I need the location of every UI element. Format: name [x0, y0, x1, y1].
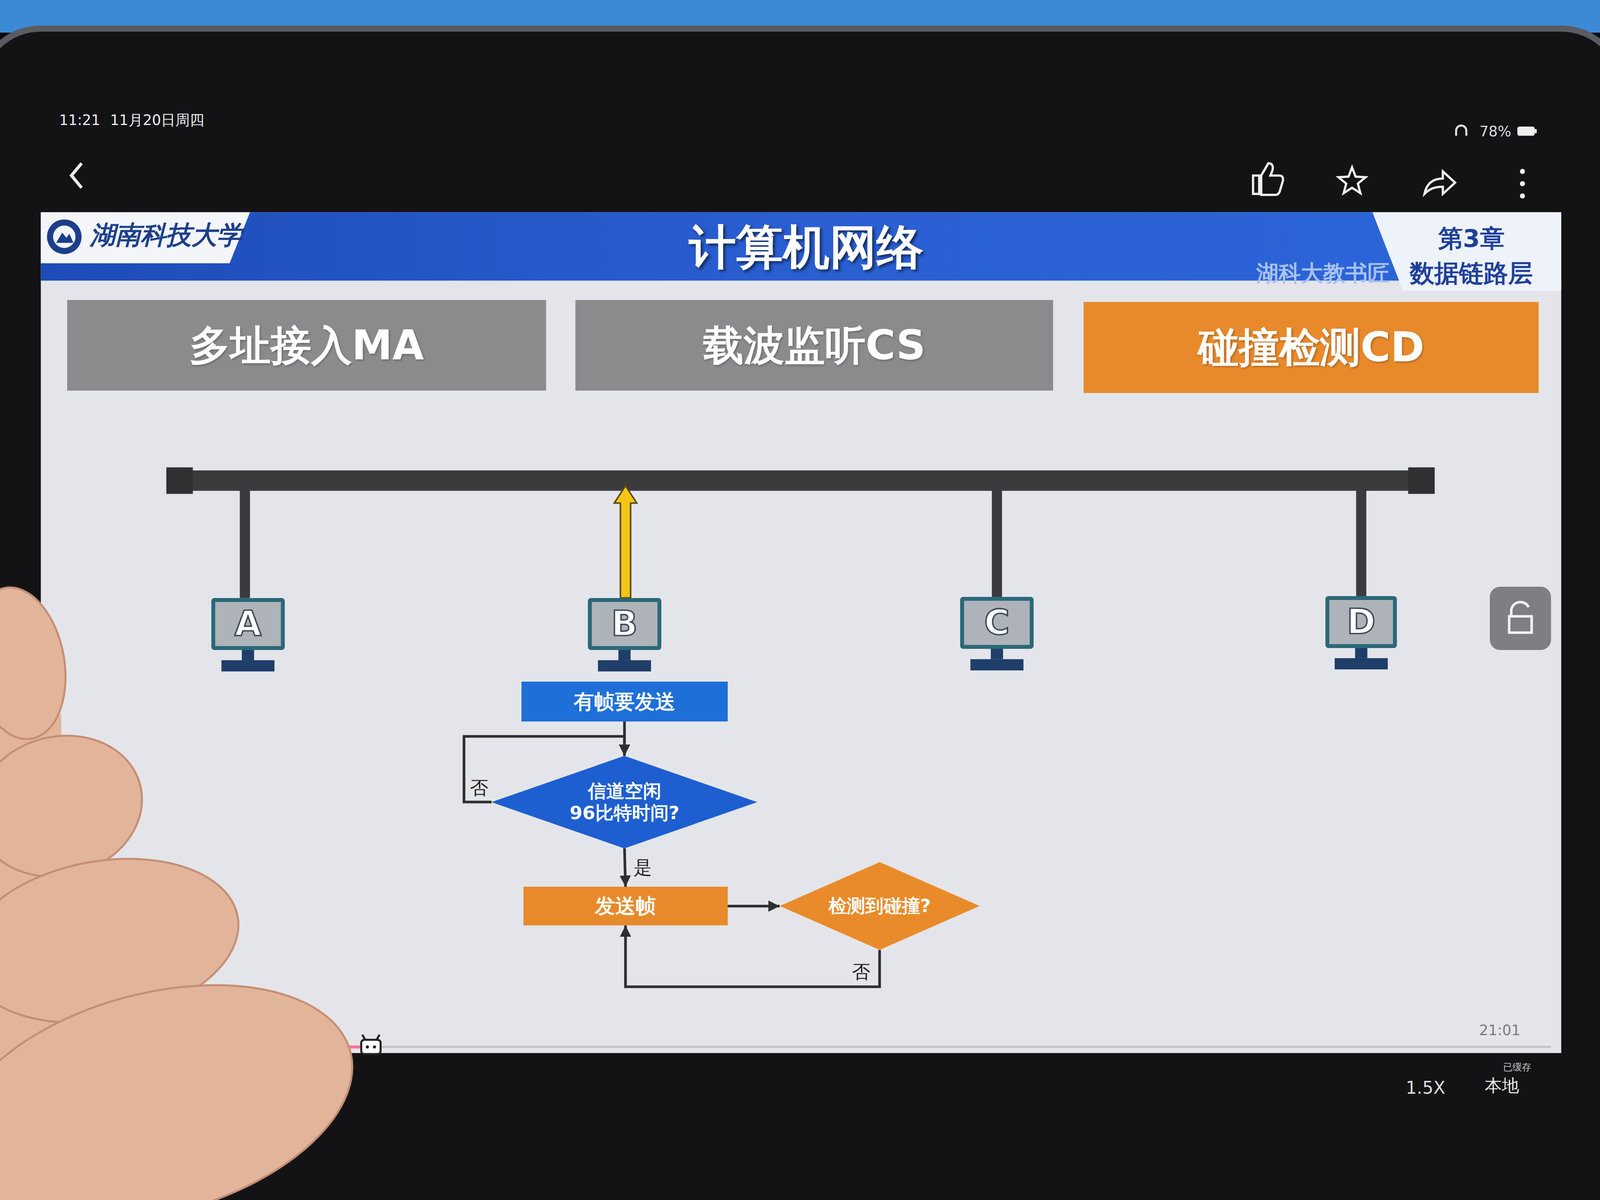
like-icon: [1253, 163, 1284, 195]
node-text: B: [611, 606, 638, 642]
cache-badge: 已缓存: [1503, 1061, 1532, 1073]
node-text: D: [1346, 604, 1376, 640]
speed-button: 1.5X: [1405, 1077, 1446, 1099]
node-text: 多址接入MA: [189, 321, 425, 370]
edge-label: 否: [851, 960, 872, 983]
video-time: 21:01: [1479, 1021, 1521, 1040]
battery-level: 78%: [1479, 123, 1511, 141]
monitor-stands: [221, 646, 1388, 672]
flow-arrow: [727, 904, 780, 908]
edge-label: 否: [469, 776, 490, 799]
node-text: 信道空闲 96比特时间?: [569, 780, 680, 825]
tab-box: 多址接入MA: [67, 300, 546, 391]
drop-cable: [991, 489, 1002, 599]
computer-icon: A: [211, 598, 285, 650]
bus-cable: [168, 470, 1432, 491]
diamond-fill: [779, 862, 980, 950]
bus-terminator: [1408, 467, 1435, 494]
share-icon: [1424, 171, 1456, 194]
node-text: 载波监听CS: [703, 321, 926, 370]
status-date: 11月20日周四: [110, 111, 205, 129]
local-button: 本地: [1484, 1075, 1520, 1097]
logo-panel: [40, 212, 250, 264]
node-text: 检测到碰撞?: [828, 894, 931, 917]
bus-terminator: [166, 467, 193, 494]
slide-title: 计算机网络: [689, 218, 924, 275]
hand: [0, 580, 379, 1200]
node-text: 碰撞检测CD: [1198, 323, 1425, 372]
chapter-number: 第3章: [1438, 224, 1505, 254]
university-logo: 湖南科技大学: [89, 219, 243, 250]
diamond-fill: [491, 755, 758, 849]
tab-box-active: 碰撞检测CD: [1083, 301, 1539, 393]
battery-tip: [1534, 128, 1537, 133]
logo-emblem-inner: [53, 225, 76, 248]
process-box: 发送帧: [523, 886, 728, 926]
computer-icon: B: [587, 598, 662, 650]
favorite-icon: [1338, 167, 1366, 193]
decision-diamond: 信道空闲 96比特时间?: [491, 755, 758, 849]
slide: [40, 212, 1561, 1053]
node-text: A: [234, 606, 262, 642]
watermark: 湖科大教书匠: [1256, 260, 1390, 288]
headphone-icon: [1456, 125, 1467, 136]
decision-diamond: 检测到碰撞?: [779, 862, 980, 950]
signal-arrow: [614, 485, 637, 598]
battery-icon: [1517, 126, 1535, 136]
drop-cable: [239, 489, 250, 599]
back-icon: [71, 163, 82, 188]
drop-cable: [1356, 489, 1367, 599]
edge-label: 是: [632, 856, 654, 879]
lock-icon: [1509, 601, 1532, 633]
tab-box: 载波监听CS: [575, 300, 1054, 391]
flow-arrow: [624, 848, 626, 887]
more-icon: [1519, 168, 1525, 199]
chapter-name: 数据链路层: [1409, 258, 1533, 288]
node-text: C: [984, 605, 1010, 641]
process-box: 有帧要发送: [521, 681, 728, 722]
node-text: 发送帧: [594, 893, 656, 919]
computer-icon: D: [1325, 596, 1397, 649]
computer-icon: C: [960, 596, 1034, 649]
logo-emblem: [46, 219, 82, 255]
status-time: 11:21: [59, 111, 101, 129]
progress-thumb: [361, 1034, 381, 1055]
lock-button: [1489, 586, 1552, 650]
node-text: 有帧要发送: [573, 689, 676, 715]
logo-mountain: [56, 232, 74, 243]
flow-arrow: [625, 925, 880, 987]
chapter-panel: [1372, 212, 1561, 291]
